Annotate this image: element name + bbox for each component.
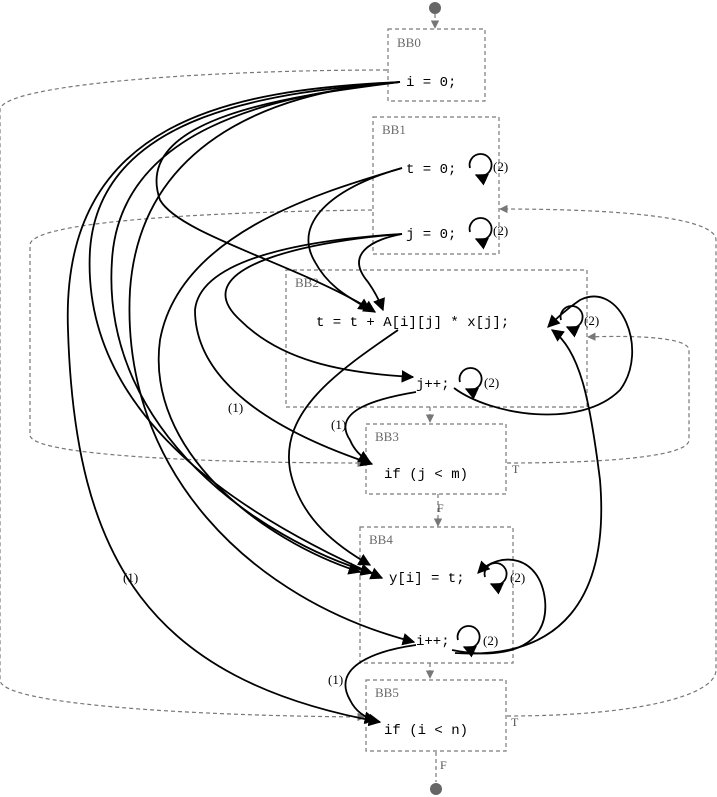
bb5-label: BB5 xyxy=(375,685,399,700)
dep-t-to-store xyxy=(157,167,403,575)
bb0-block: BB0 i = 0; xyxy=(387,28,486,102)
bb5-stmt-cond: if (i < n) xyxy=(384,723,468,739)
bb2-stmt-j-incr: j++; xyxy=(416,377,450,393)
bb4-stmt-i-incr: i++; xyxy=(416,634,450,650)
dependence-edges xyxy=(67,81,634,727)
bb1-stmt-j-init: j = 0; xyxy=(406,227,456,243)
cf-bb3-back-to-bb2 xyxy=(506,332,690,464)
bb2-block: BB2 t = t + A[i][j] * x[j]; j++; xyxy=(285,269,588,408)
self-loop-t-init xyxy=(468,153,493,186)
self-loop-i-incr xyxy=(456,625,481,658)
self-loop-label-j-init: (2) xyxy=(493,223,508,238)
dep-i-to-i-incr xyxy=(128,81,416,646)
cf-bb5-back-to-bb1 xyxy=(499,204,717,717)
edge-label-jincr-to-jcond: (1) xyxy=(331,417,346,432)
dep-iincr-to-accumulate xyxy=(454,329,603,655)
bb0-label: BB0 xyxy=(397,35,421,50)
dep-iincr-to-icond xyxy=(344,644,417,724)
self-loop-accumulate xyxy=(559,305,584,338)
self-loop-label-i-incr: (2) xyxy=(483,633,498,648)
bb1-stmt-t-init: t = 0; xyxy=(406,162,456,178)
dep-j-to-j-cond xyxy=(194,233,403,467)
dep-jincr-to-accumulate xyxy=(453,295,634,416)
dep-i-to-i-cond xyxy=(67,81,401,727)
entry-node xyxy=(429,2,441,14)
dep-accumulate-to-store xyxy=(288,329,399,566)
exit-node xyxy=(430,783,442,795)
bb3-true-label: T xyxy=(512,462,520,476)
bb4-stmt-store: y[i] = t; xyxy=(389,571,465,587)
bb5-false-label: F xyxy=(440,758,447,772)
bb4-label: BB4 xyxy=(369,532,393,547)
dep-i-to-store xyxy=(88,81,401,580)
edge-label-i-to-icond: (1) xyxy=(123,570,138,585)
dep-j-to-accumulate xyxy=(358,233,403,312)
bb3-stmt-cond: if (j < m) xyxy=(384,467,468,483)
self-loop-store xyxy=(483,562,508,595)
bb3-block: BB3 if (j < m) T F xyxy=(365,423,520,515)
self-loop-j-incr xyxy=(458,367,483,400)
self-loop-j-init xyxy=(468,217,493,250)
bb1-block: BB1 t = 0; j = 0; xyxy=(372,116,500,255)
edge-label-j-to-jcond: (1) xyxy=(228,400,243,415)
bb4-block: BB4 y[i] = t; i++; xyxy=(359,526,514,664)
cf-bb0-to-bb5 xyxy=(0,69,388,722)
bb2-stmt-accumulate: t = t + A[i][j] * x[j]; xyxy=(316,315,509,331)
bb5-block: BB5 if (i < n) T F xyxy=(365,679,519,772)
dep-jincr-to-jcond xyxy=(344,391,417,463)
dep-t-to-accumulate xyxy=(307,167,403,311)
self-loop-label-j-incr: (2) xyxy=(484,375,499,390)
edge-weight-labels: (2) (2) (2) (2) (2) (2) (1) (1) (1) (1) xyxy=(123,159,599,687)
bb5-true-label: T xyxy=(511,715,519,729)
self-loop-label-accumulate: (2) xyxy=(584,313,599,328)
bb0-stmt-i-init: i = 0; xyxy=(406,75,456,91)
bb3-label: BB3 xyxy=(375,429,399,444)
dep-j-to-j-incr xyxy=(224,233,415,383)
self-loop-label-store: (2) xyxy=(510,570,525,585)
self-loop-label-t-init: (2) xyxy=(493,159,508,174)
dep-i-to-store-b xyxy=(110,81,401,576)
bb1-label: BB1 xyxy=(382,122,406,137)
bb3-false-label: F xyxy=(437,501,444,515)
cf-bb1-to-bb3 xyxy=(29,209,373,468)
dep-iincr-to-store xyxy=(451,558,547,655)
edge-label-iincr-to-icond: (1) xyxy=(328,672,343,687)
bb2-label: BB2 xyxy=(295,275,319,290)
